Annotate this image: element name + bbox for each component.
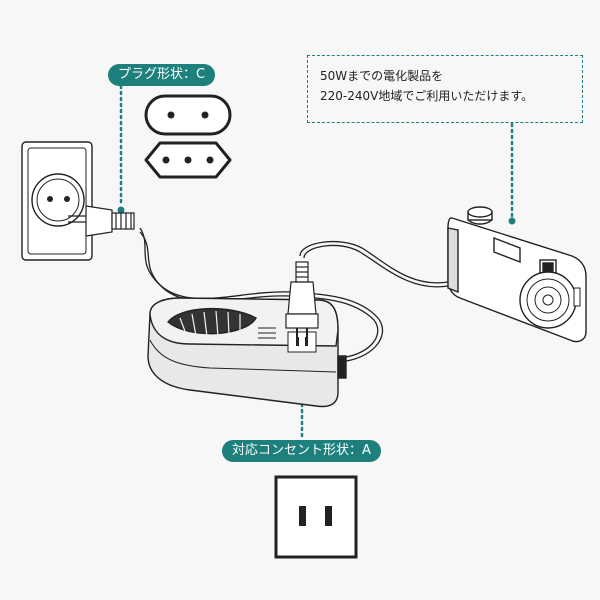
camera-icon: [447, 206, 587, 343]
usage-note-line-1: 50Wまでの電化製品を: [320, 69, 444, 83]
camera-cord: [299, 240, 449, 284]
usage-note: 50Wまでの電化製品を 220-240V地域でご利用いただけます。: [307, 55, 583, 123]
outlet-type-a-icon: [274, 475, 358, 559]
plug-shape-label: プラグ形状：C: [108, 64, 216, 86]
usage-note-line-2: 220-240V地域でご利用いただけます。: [320, 89, 534, 103]
outlet-shape-label: 対応コンセント形状：A: [222, 440, 381, 462]
plug-type-a-inserted-icon: [285, 261, 319, 340]
transformer-icon: [147, 297, 347, 408]
plug-type-c-three-pin-icon: [144, 141, 232, 179]
plug-leader-dot: [117, 206, 125, 214]
wall-outlet-icon: [21, 141, 93, 261]
plug-type-c-round-icon: [144, 94, 232, 136]
note-leader-dot: [508, 217, 516, 225]
plug-c-inserted-icon: [68, 205, 135, 237]
